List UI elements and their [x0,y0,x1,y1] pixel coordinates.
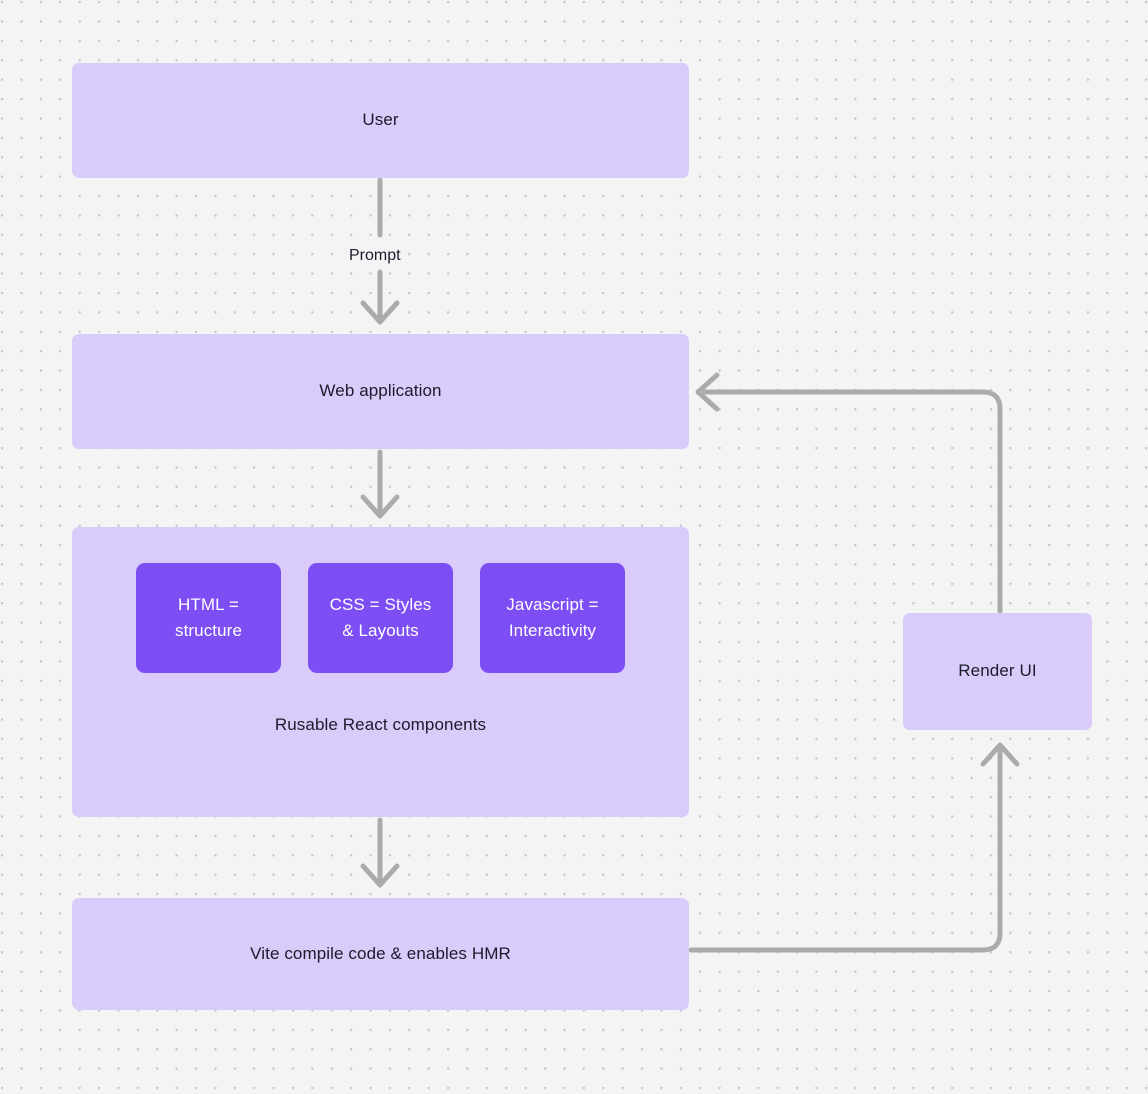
node-render-ui[interactable]: Render UI [903,613,1092,730]
react-inner-row: HTML = structure CSS = Styles & Layouts … [72,563,689,673]
inner-box-javascript-line2: Interactivity [508,621,597,640]
node-web-application-label: Web application [319,381,442,401]
node-user-label: User [362,110,399,130]
edge-react-arrowhead [360,863,400,888]
node-user[interactable]: User [72,63,689,178]
inner-box-css-line1: CSS = Styles [329,594,432,614]
edge-vite-arrowhead [980,742,1020,767]
edge-render-arrowhead [695,372,720,412]
inner-box-css-label: CSS = Styles & Layouts [330,592,432,645]
inner-box-html-label: HTML = structure [175,592,242,645]
edge-render-to-webapp [702,389,1003,614]
inner-box-javascript-label: Javascript = Interactivity [506,592,598,645]
edge-label-prompt: Prompt [343,246,407,266]
inner-box-html-line2: structure [174,621,243,640]
edge-vite-to-render [688,744,1003,953]
node-react-components[interactable]: HTML = structure CSS = Styles & Layouts … [72,527,689,817]
inner-box-css-line2: & Layouts [342,621,419,640]
edge-webapp-arrowhead [360,494,400,519]
node-web-application[interactable]: Web application [72,334,689,449]
node-vite[interactable]: Vite compile code & enables HMR [72,898,689,1010]
node-render-ui-label: Render UI [958,661,1037,681]
inner-box-html-line1: HTML = [178,594,239,614]
edge-prompt-arrowhead [360,300,400,325]
inner-box-html[interactable]: HTML = structure [136,563,281,673]
inner-box-css[interactable]: CSS = Styles & Layouts [308,563,453,673]
inner-box-javascript-line1: Javascript = [506,594,599,614]
node-vite-label: Vite compile code & enables HMR [250,943,511,963]
react-components-caption: Rusable React components [274,715,487,734]
inner-box-javascript[interactable]: Javascript = Interactivity [480,563,625,673]
